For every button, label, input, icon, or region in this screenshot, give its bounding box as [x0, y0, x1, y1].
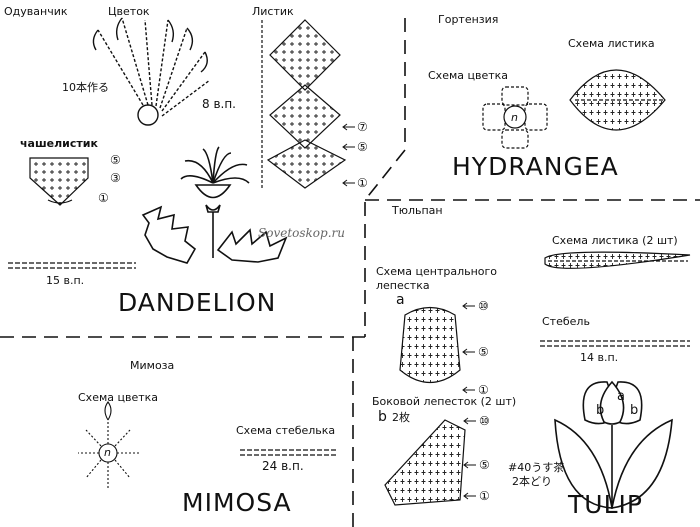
- tulip-illustration: [554, 380, 673, 509]
- dandelion-sepal-row: ⑤: [110, 153, 121, 167]
- mimosa-flower-scheme-label: Схема цветка: [78, 391, 159, 404]
- tulip-central-petal-chart: [399, 306, 461, 383]
- dandelion-leaf-row: ⑦: [357, 120, 368, 134]
- tulip-bud-a: a: [617, 389, 625, 404]
- tulip-ru-label: Тюльпан: [392, 204, 443, 217]
- hydrangea-ru-label: Гортензия: [438, 13, 499, 26]
- tulip-b-row: ①: [479, 489, 490, 503]
- tulip-b-count: 2枚: [392, 411, 410, 424]
- tulip-central-label-1: Схема центрального: [376, 265, 498, 278]
- tulip-side-petal-chart: [384, 419, 466, 506]
- hydrangea-flower-scheme-label: Схема цветка: [428, 69, 509, 82]
- mimosa-stem-chain: [240, 449, 338, 456]
- row-arrows: [342, 123, 476, 500]
- tulip-central-label-2: лепестка: [376, 279, 430, 292]
- dandelion-leaf-row: ①: [357, 176, 368, 190]
- dandelion-sepal-row: ①: [98, 191, 109, 205]
- tulip-mark-a: a: [396, 292, 405, 308]
- hydrangea-leaf-chart: [569, 69, 666, 131]
- tulip-leaf-chart: [544, 251, 691, 269]
- tulip-a-row: ①: [478, 383, 489, 397]
- tulip-b-row: ⑩: [479, 414, 490, 428]
- hydrangea-ring-label: n: [511, 111, 518, 124]
- dandelion-flower-chart: [92, 17, 211, 126]
- hydrangea-title: HYDRANGEA: [452, 152, 619, 181]
- mimosa-ch24-label: 24 в.п.: [262, 459, 304, 473]
- dandelion-make10-label: 10本作る: [62, 81, 109, 94]
- mimosa-stem-scheme-label: Схема стебелька: [236, 424, 336, 437]
- section-dividers: [0, 18, 700, 527]
- dandelion-flower-label: Цветок: [108, 5, 150, 18]
- mimosa-ru-label: Мимоза: [130, 359, 175, 372]
- tulip-a-row: ⑩: [478, 299, 489, 313]
- tulip-b-row: ⑤: [479, 458, 490, 472]
- tulip-bud-b-left: b: [596, 403, 605, 418]
- dandelion-leaf-row: ⑤: [357, 140, 368, 154]
- mimosa-flower-chart: [78, 401, 140, 488]
- hydrangea-leaf-scheme-label: Схема листика: [568, 37, 655, 50]
- dandelion-sepal-label: чашелистик: [20, 137, 98, 150]
- tulip-a-row: ⑤: [478, 345, 489, 359]
- dandelion-leaf-label: Листик: [252, 5, 294, 18]
- tulip-ch14-label: 14 в.п.: [580, 351, 619, 364]
- mimosa-title: MIMOSA: [182, 488, 292, 517]
- mimosa-ring-label: n: [104, 446, 111, 459]
- dandelion-sepal-chart: [29, 157, 89, 206]
- tulip-side-petal-label: Боковой лепесток (2 шт): [372, 395, 517, 408]
- watermark: Sovetoskop.ru: [258, 226, 345, 240]
- tulip-leaf-scheme-label: Схема листика (2 шт): [552, 234, 678, 247]
- tulip-title: TULIP: [568, 490, 643, 519]
- dandelion-title: DANDELION: [118, 288, 277, 317]
- tulip-bud-b-right: b: [630, 403, 639, 418]
- hydrangea-flower-chart: [482, 86, 548, 149]
- tulip-mark-b: b: [378, 409, 387, 425]
- dandelion-ch15-label: 15 в.п.: [46, 274, 85, 287]
- dandelion-ch8-label: 8 в.п.: [202, 97, 236, 111]
- dandelion-illustration: [141, 146, 288, 264]
- tulip-yarn-label-1: #40うす茶: [508, 461, 565, 474]
- dandelion-ru-label: Одуванчик: [4, 5, 68, 18]
- dandelion-leaf-chart: [261, 19, 347, 190]
- tulip-stem-label: Стебель: [542, 315, 590, 328]
- tulip-stem-chain: [540, 340, 690, 347]
- dandelion-sepal-row: ③: [110, 171, 121, 185]
- dandelion-chain-15: [8, 262, 136, 269]
- tulip-yarn-label-2: 2本どり: [512, 475, 552, 488]
